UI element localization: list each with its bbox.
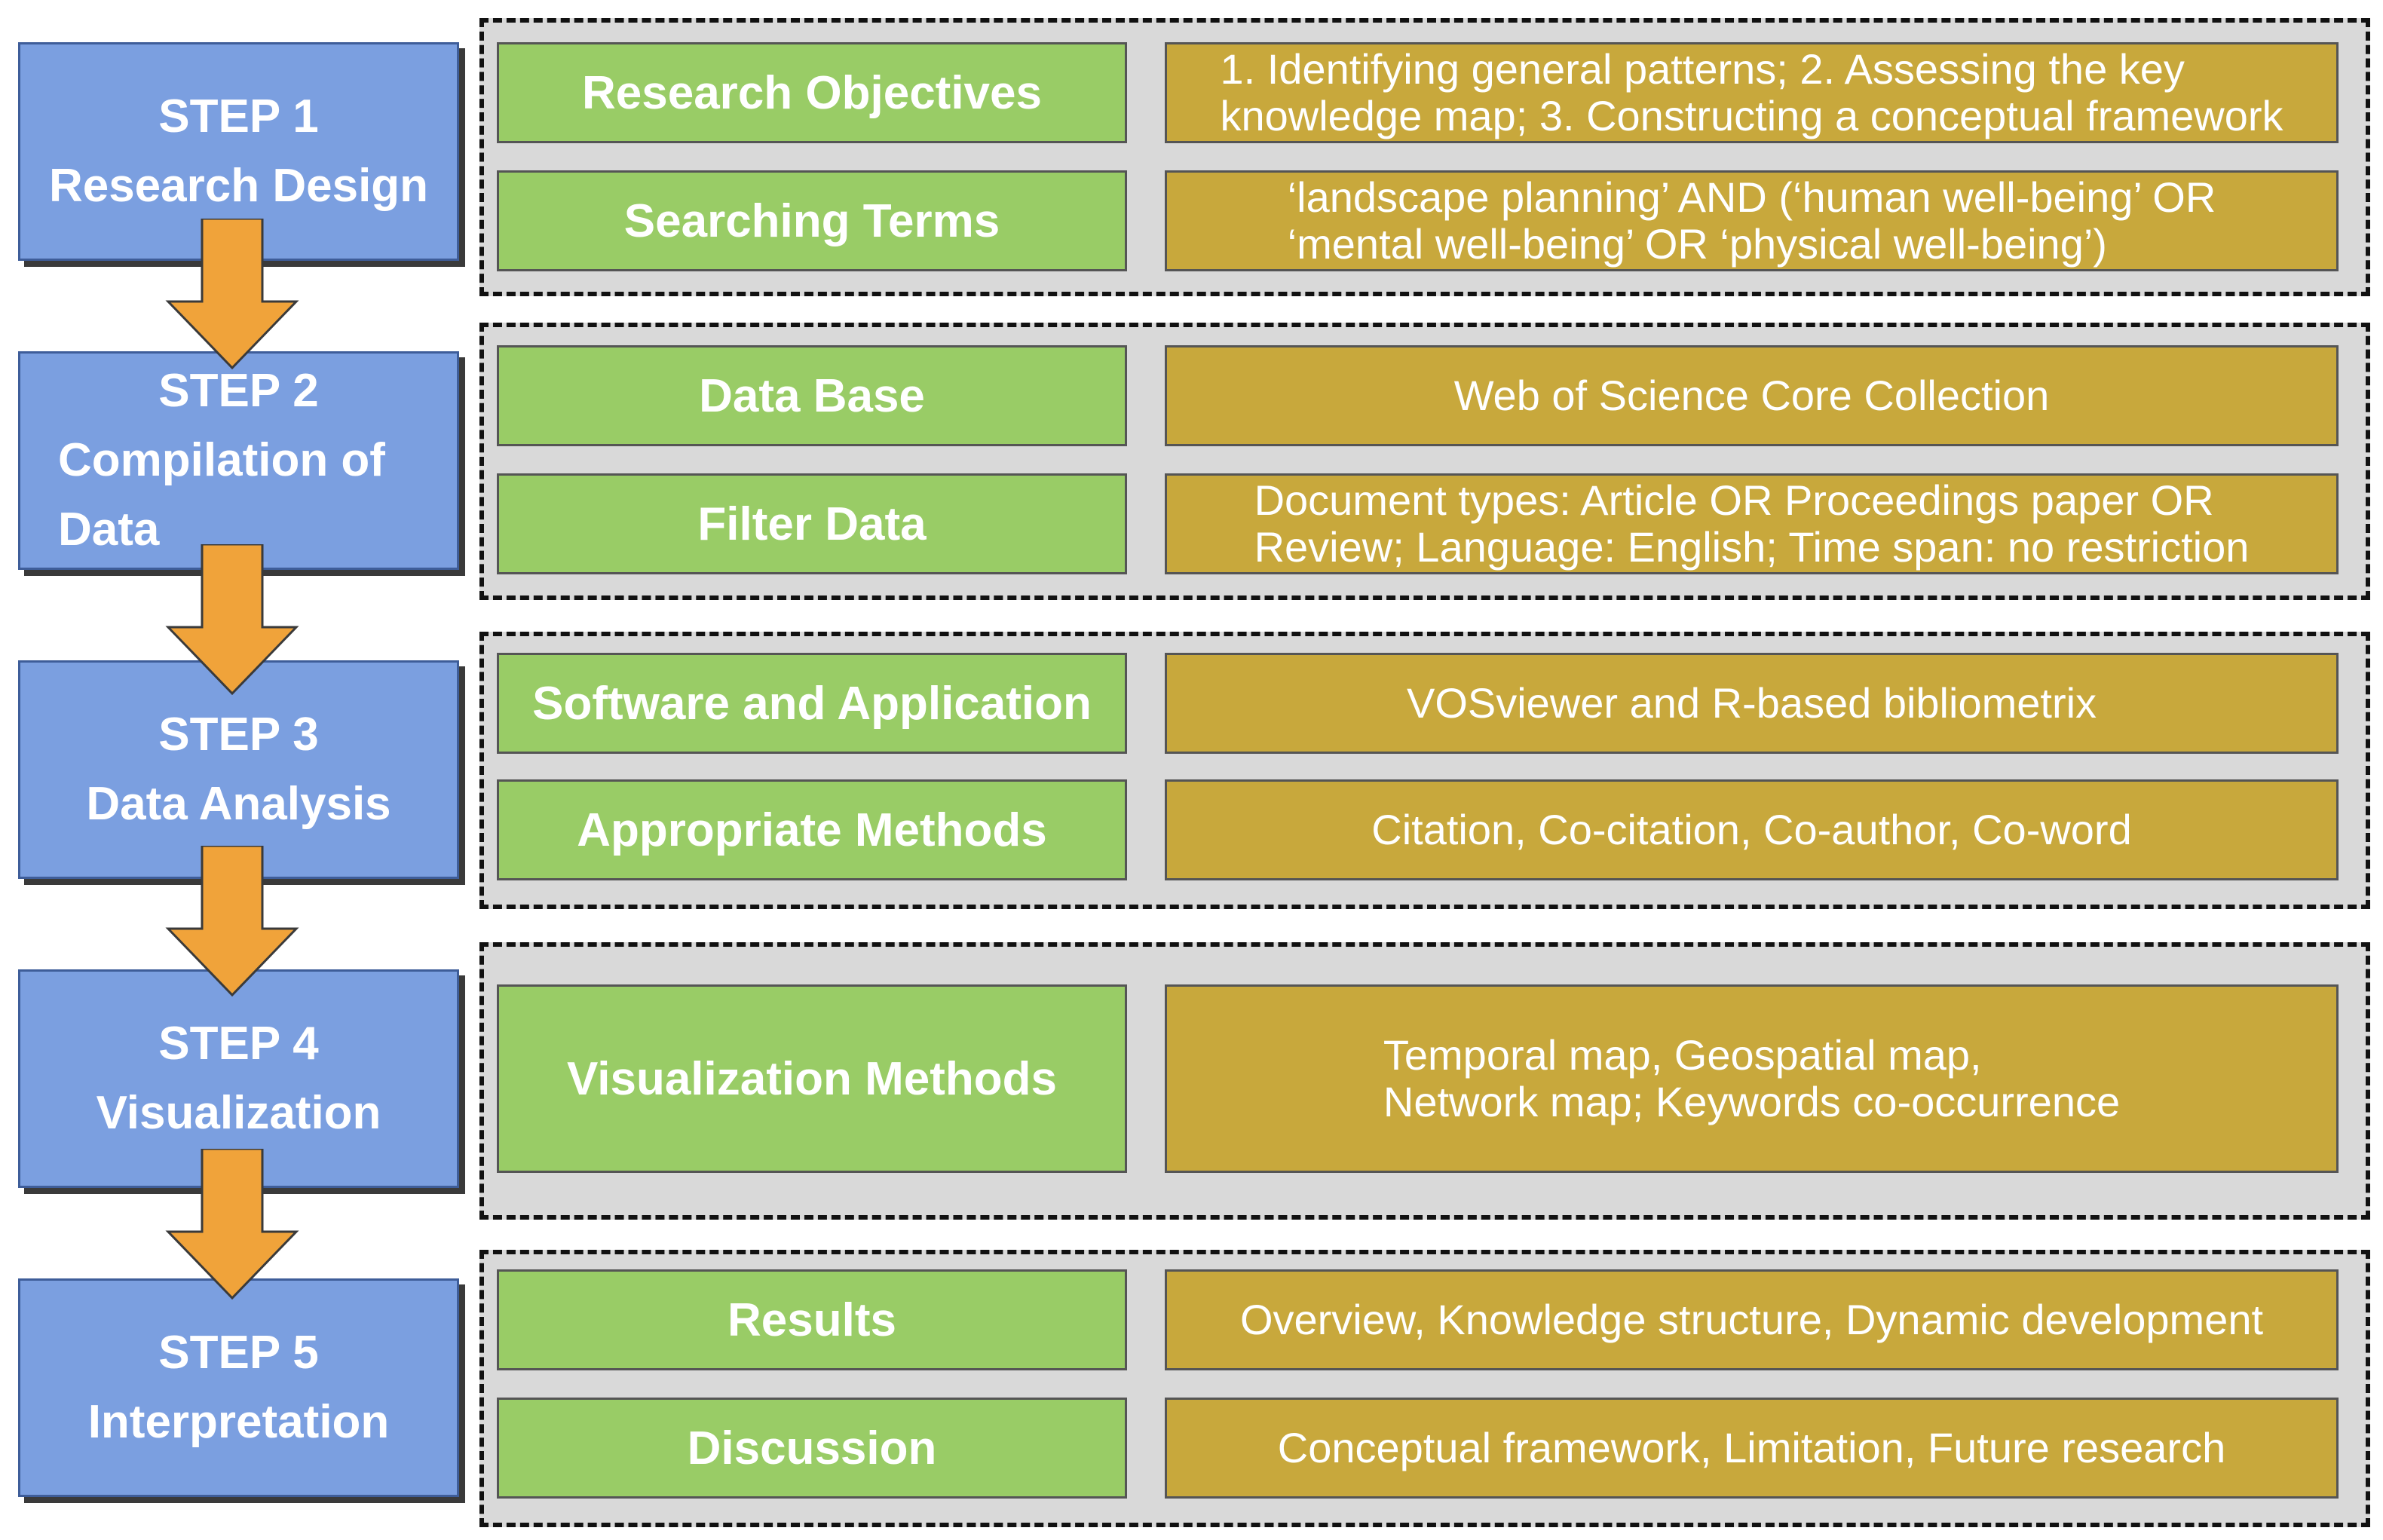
step-number: STEP 1 [158, 90, 319, 142]
label-filter-data: Filter Data [497, 473, 1127, 574]
down-arrow-icon [165, 544, 299, 695]
label-discussion: Discussion [497, 1398, 1127, 1499]
detail-results: Overview, Knowledge structure, Dynamic d… [1165, 1269, 2339, 1370]
step-5-box: STEP 5 Interpretation [18, 1278, 459, 1497]
label-data-base: Data Base [497, 345, 1127, 446]
step-3-box: STEP 3 Data Analysis [18, 660, 459, 879]
step-title: Research Design [48, 160, 429, 212]
detail-data-base: Web of Science Core Collection [1165, 345, 2339, 446]
detail-searching-terms: ‘landscape planning’ AND (‘human well-be… [1165, 170, 2339, 271]
label-results: Results [497, 1269, 1127, 1370]
step-title: Data Analysis [86, 778, 391, 830]
label-searching-terms: Searching Terms [497, 170, 1127, 271]
step-number: STEP 3 [158, 709, 319, 761]
detail-software-and-application: VOSviewer and R-based bibliometrix [1165, 653, 2339, 754]
step-2-box: STEP 2 Compilation of Data [18, 351, 459, 570]
step-number: STEP 2 [158, 365, 319, 417]
label-appropriate-methods: Appropriate Methods [497, 779, 1127, 880]
detail-research-objectives: 1. Identifying general patterns; 2. Asse… [1165, 42, 2339, 143]
step-number: STEP 4 [158, 1018, 319, 1070]
label-research-objectives: Research Objectives [497, 42, 1127, 143]
step-title: Interpretation [87, 1396, 390, 1448]
detail-visualization-methods: Temporal map, Geospatial map, Network ma… [1165, 984, 2339, 1173]
step-title: Visualization [96, 1087, 381, 1139]
detail-discussion: Conceptual framework, Limitation, Future… [1165, 1398, 2339, 1499]
step-title-continued: Data [58, 504, 160, 556]
step-4-box: STEP 4 Visualization [18, 969, 459, 1188]
down-arrow-icon [165, 219, 299, 369]
step-number: STEP 5 [158, 1327, 319, 1379]
detail-appropriate-methods: Citation, Co-citation, Co-author, Co-wor… [1165, 779, 2339, 880]
label-software-and-application: Software and Application [497, 653, 1127, 754]
step-title: Compilation of [58, 434, 385, 486]
down-arrow-icon [165, 846, 299, 997]
detail-filter-data: Document types: Article OR Proceedings p… [1165, 473, 2339, 574]
label-visualization-methods: Visualization Methods [497, 984, 1127, 1173]
down-arrow-icon [165, 1149, 299, 1300]
